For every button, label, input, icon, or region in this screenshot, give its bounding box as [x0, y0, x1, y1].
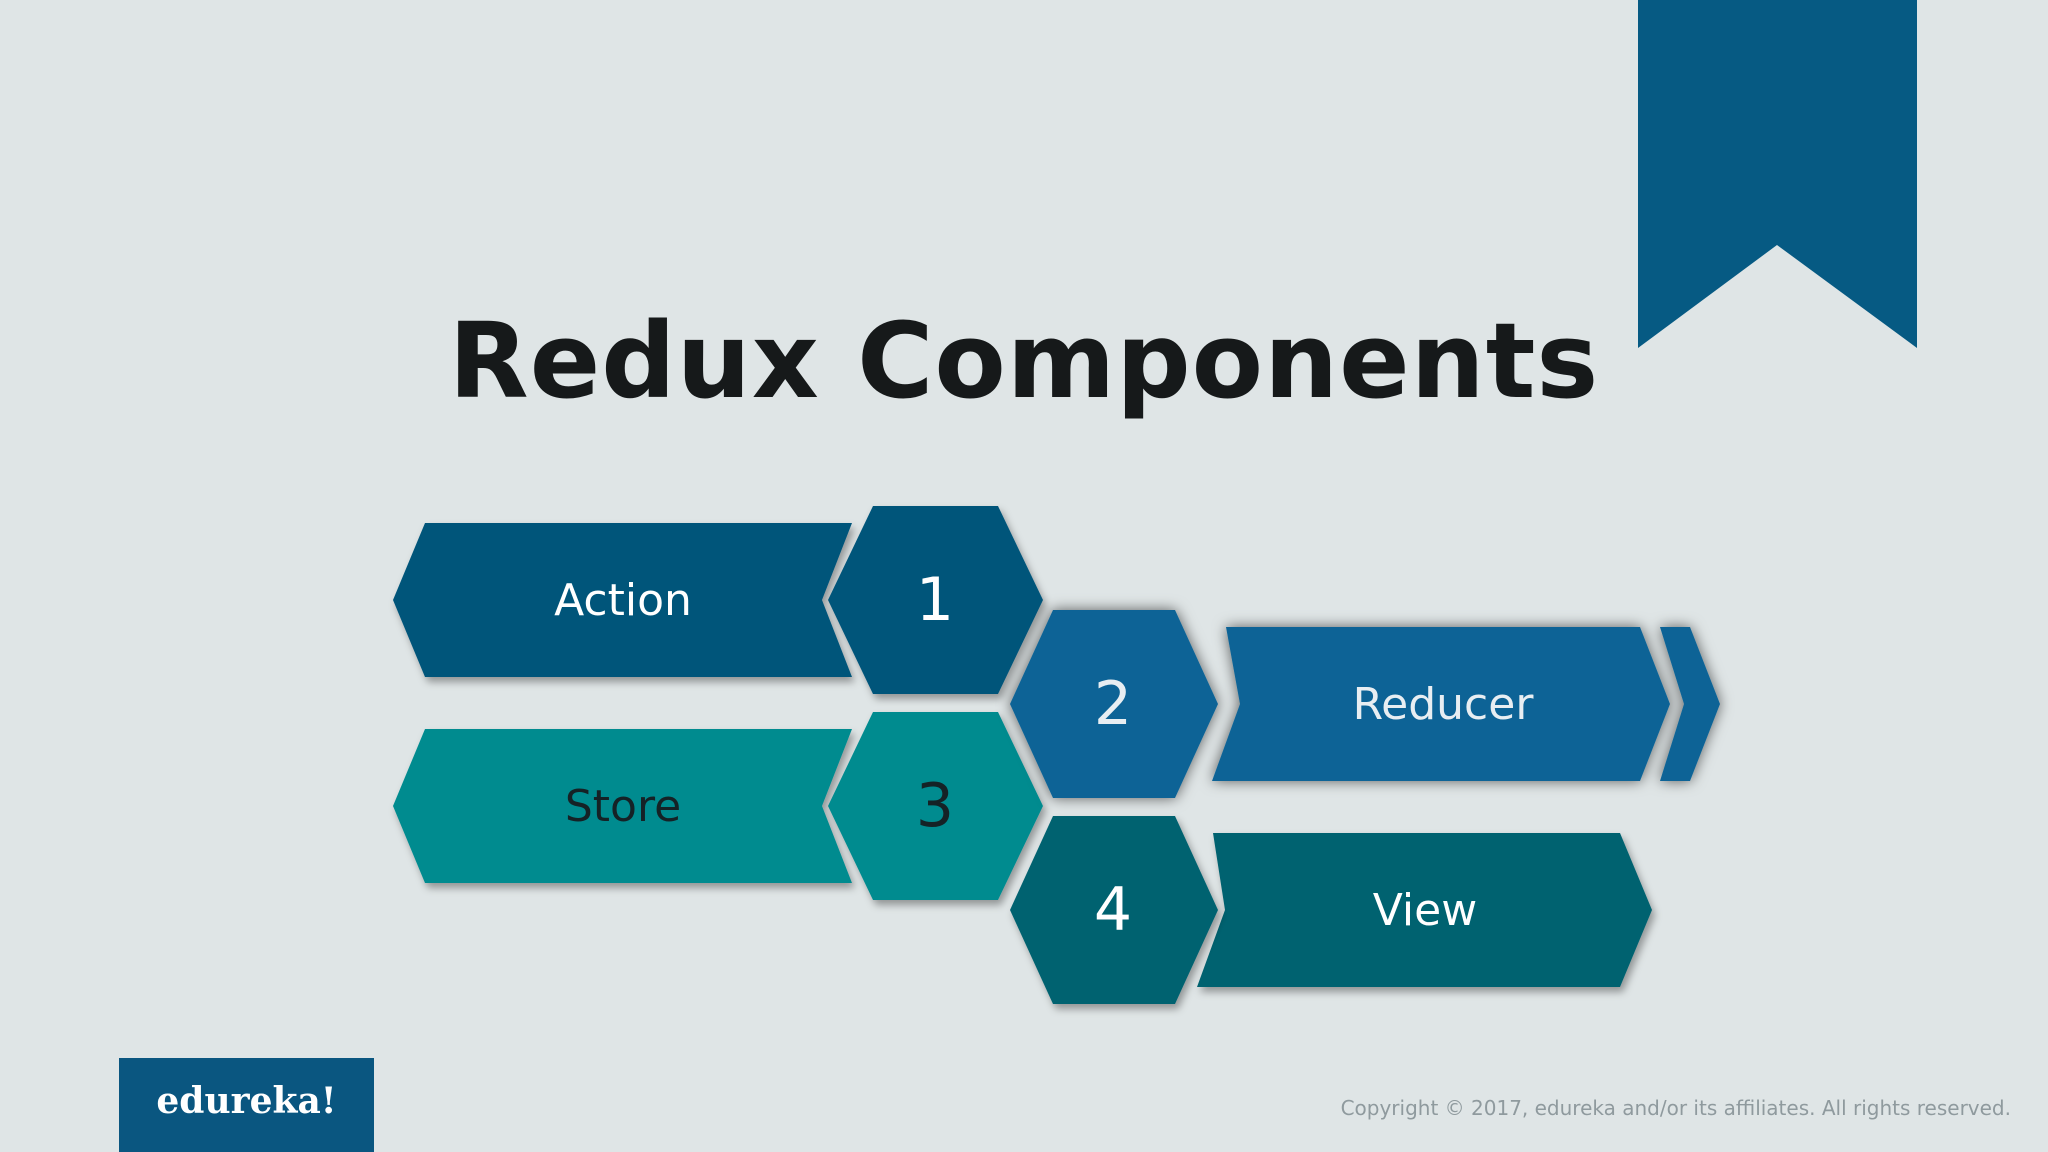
bookmark-ribbon-icon [1638, 0, 1917, 348]
number-1: 1 [916, 565, 954, 635]
edureka-logo: edureka! [119, 1058, 374, 1152]
view-arrow [1197, 833, 1652, 987]
hexagon-3 [828, 712, 1043, 900]
hexagon-4 [1010, 816, 1218, 1004]
reducer-group [1010, 610, 1720, 798]
number-4: 4 [1094, 875, 1132, 945]
copyright-notice: Copyright © 2017, edureka and/or its aff… [1340, 1096, 2011, 1120]
reducer-label: Reducer [1353, 679, 1535, 730]
slide-title: Redux Components [448, 300, 1600, 422]
action-label: Action [554, 575, 692, 626]
logo-text: edureka! [156, 1080, 337, 1122]
number-3: 3 [916, 771, 954, 841]
reducer-arrow [1212, 627, 1670, 781]
number-2: 2 [1094, 669, 1132, 739]
store-arrow [393, 729, 852, 883]
reducer-tail [1660, 627, 1720, 781]
hexagon-1 [828, 506, 1043, 694]
store-label: Store [565, 781, 681, 832]
hexagon-2 [1010, 610, 1218, 798]
action-arrow [393, 523, 852, 677]
view-label: View [1373, 885, 1477, 936]
